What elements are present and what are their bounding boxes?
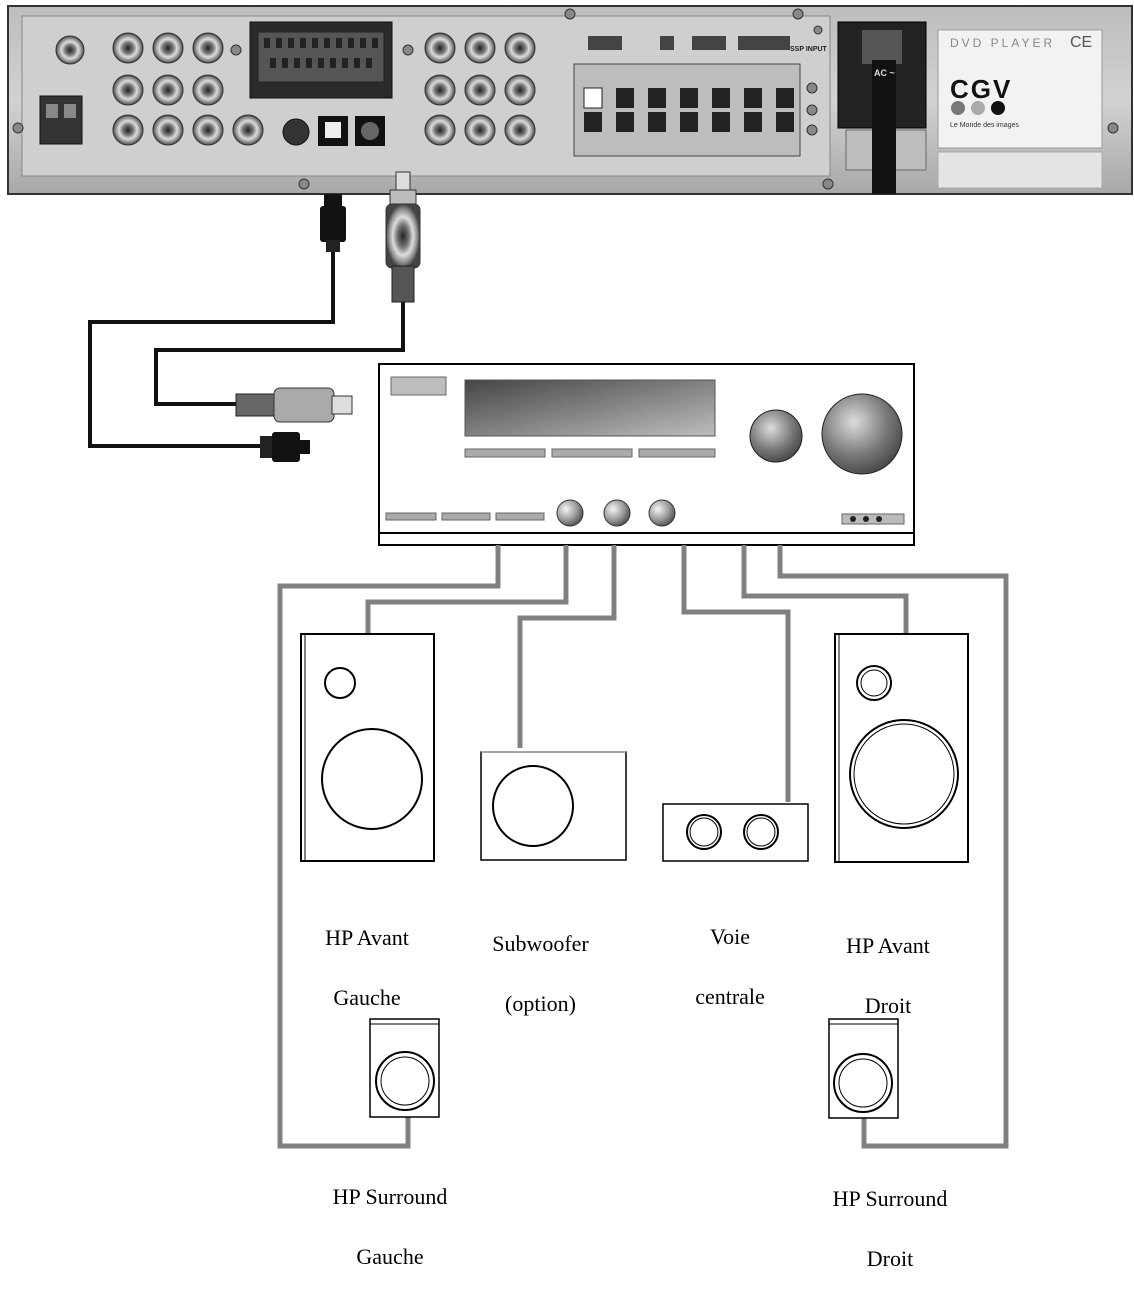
wire-subwoofer xyxy=(517,545,617,748)
speaker-terminals xyxy=(573,36,801,157)
wire-front-left xyxy=(365,545,569,634)
wire-center xyxy=(681,545,791,802)
connection-diagram: DVD PLAYER CE CGV Le Monde des images SS… xyxy=(7,5,1133,1271)
label-front-left-line1: HP Avant xyxy=(325,925,409,950)
brand-logo: CGV xyxy=(950,74,1013,104)
label-center-line1: Voie xyxy=(710,924,750,949)
power-inlet xyxy=(837,21,927,194)
diagram-canvas xyxy=(7,5,1133,1149)
power-label: AC ~ xyxy=(874,68,895,78)
speaker-front-left xyxy=(300,633,435,862)
rca-jacks-right xyxy=(424,32,536,146)
label-surround-left-line1: HP Surround xyxy=(332,1184,448,1209)
scart-connector xyxy=(249,21,393,99)
optical-cable xyxy=(88,194,346,462)
brand-tagline: Le Monde des images xyxy=(950,122,1019,129)
speaker-center xyxy=(662,803,809,862)
rca-jacks-left xyxy=(112,32,264,146)
wire-front-right xyxy=(741,545,909,634)
speaker-surround-right xyxy=(828,1018,899,1119)
ssp-input-label: SSP INPUT xyxy=(790,46,827,53)
label-surround-right: HP Surround Droit xyxy=(800,1154,980,1304)
speaker-wires xyxy=(277,545,1009,1149)
wire-surround-left xyxy=(277,545,501,1149)
label-subwoofer-line2: (option) xyxy=(505,991,576,1016)
label-front-right: HP Avant Droit xyxy=(813,901,963,1051)
label-center: Voie centrale xyxy=(655,892,805,1042)
label-front-right-line2: Droit xyxy=(864,993,912,1018)
label-front-left-line2: Gauche xyxy=(333,985,401,1010)
brand-sticker xyxy=(937,29,1103,189)
label-subwoofer-line1: Subwoofer xyxy=(492,931,589,956)
speaker-subwoofer xyxy=(480,751,627,861)
ce-mark: CE xyxy=(1070,34,1093,51)
label-center-line2: centrale xyxy=(695,984,765,1009)
label-surround-right-line1: HP Surround xyxy=(832,1186,948,1211)
label-front-right-line1: HP Avant xyxy=(846,933,930,958)
dvd-player-rear-panel xyxy=(7,5,1133,195)
label-subwoofer: Subwoofer (option) xyxy=(463,899,618,1049)
label-surround-right-line2: Droit xyxy=(866,1246,914,1271)
label-front-left: HP Avant Gauche xyxy=(292,893,442,1043)
coaxial-cable xyxy=(154,171,421,423)
speaker-surround-left xyxy=(369,1018,440,1118)
label-surround-left-line2: Gauche xyxy=(356,1244,424,1269)
speaker-front-right xyxy=(834,633,969,863)
av-receiver xyxy=(378,363,915,546)
dvd-model-text: DVD PLAYER xyxy=(950,36,1056,50)
wire-surround-right xyxy=(777,545,1009,1149)
label-surround-left: HP Surround Gauche xyxy=(300,1152,480,1302)
